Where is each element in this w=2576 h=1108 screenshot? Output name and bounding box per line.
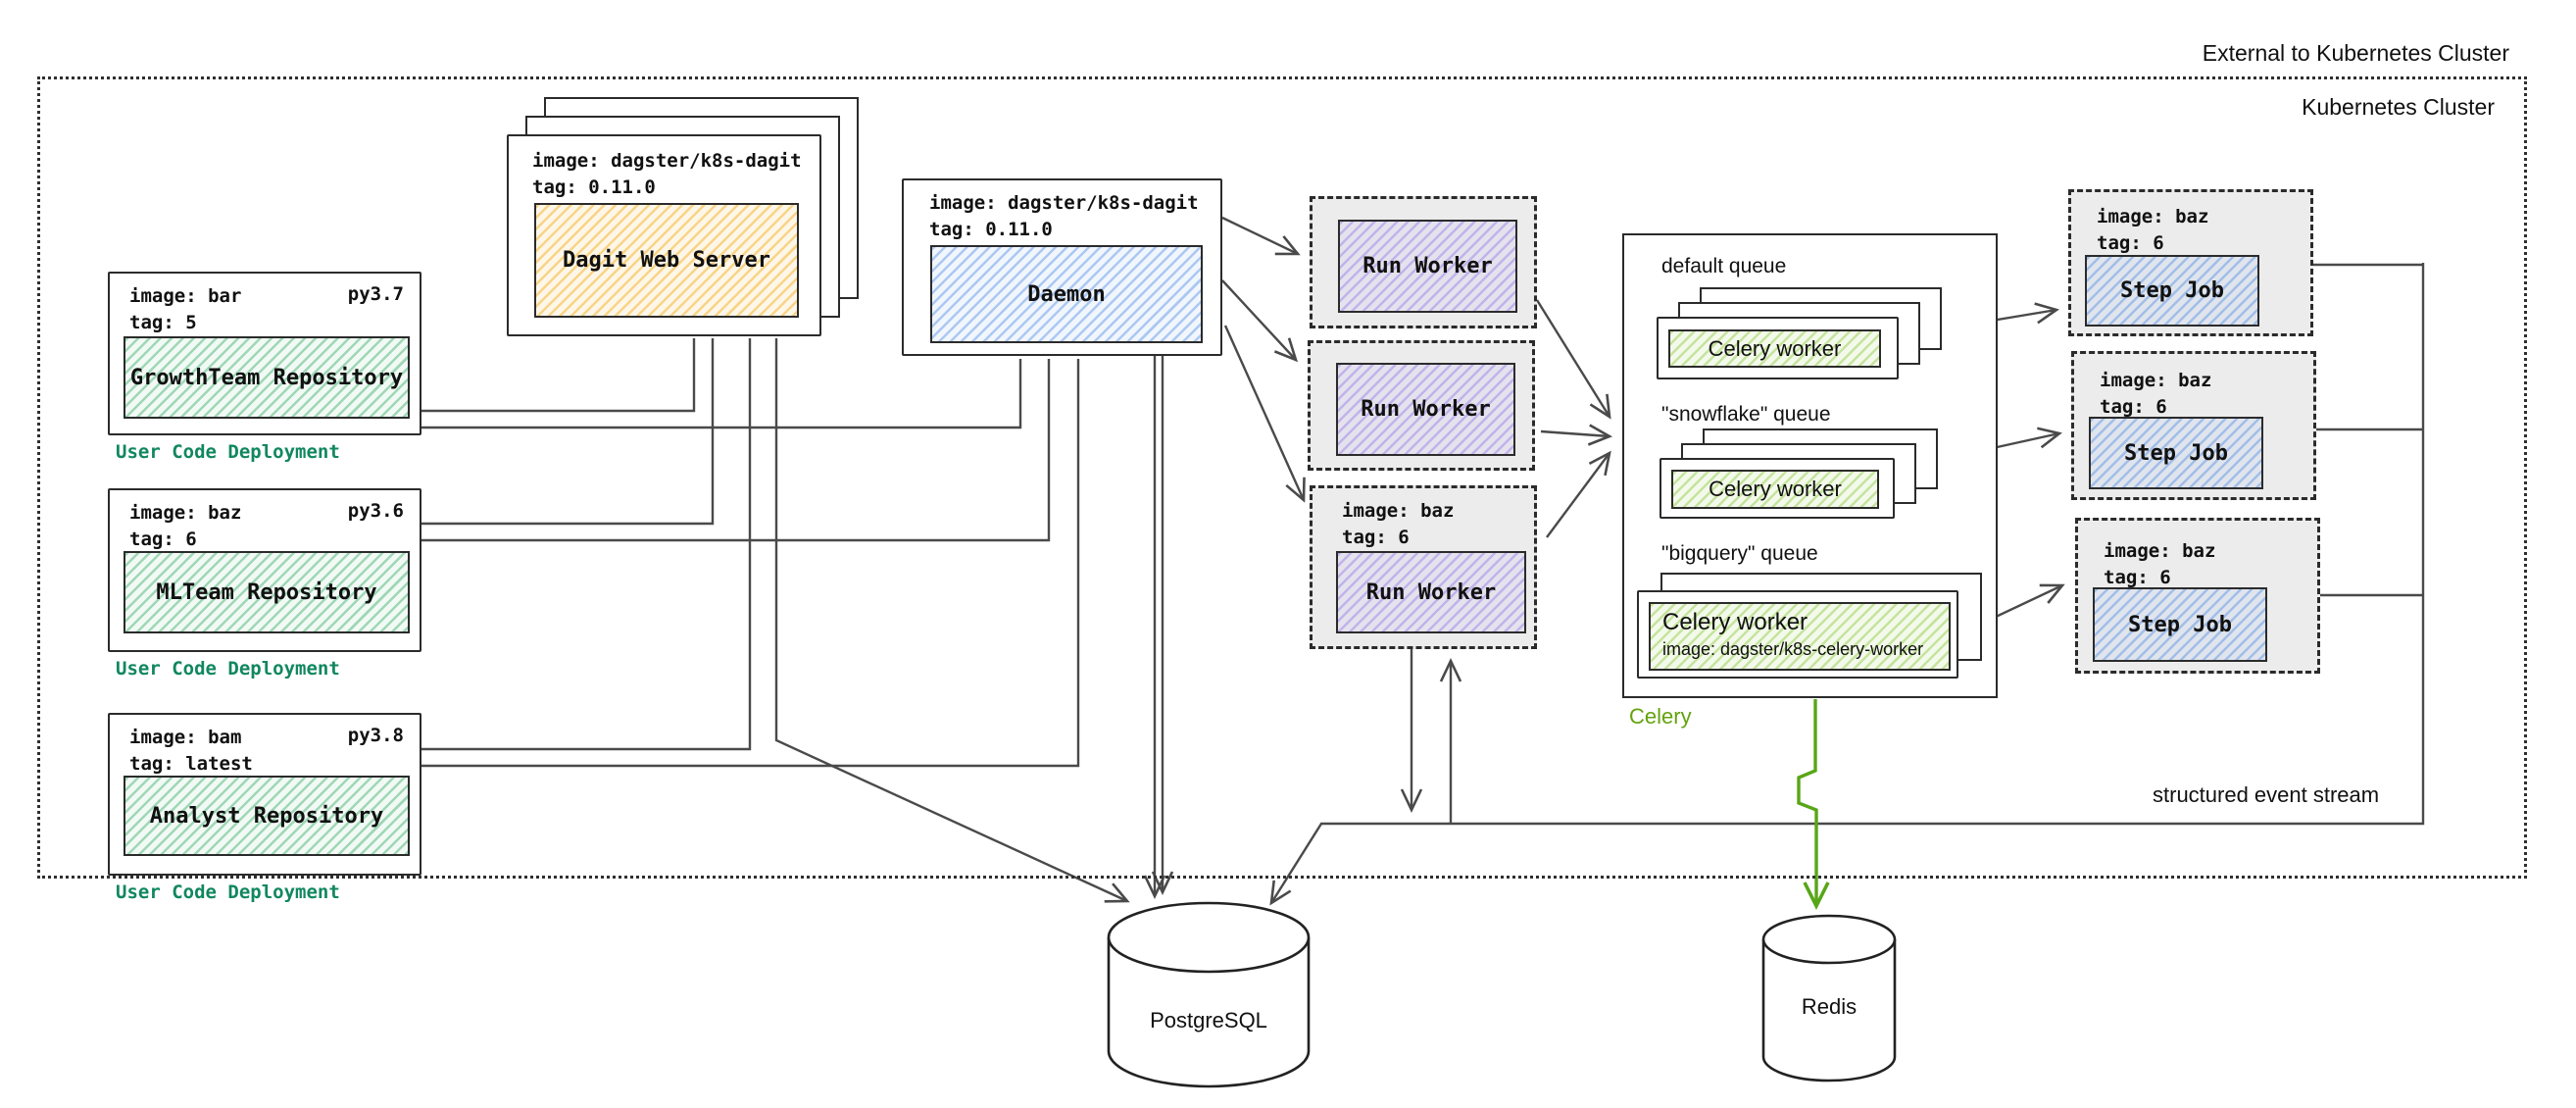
postgresql-cylinder — [1107, 901, 1311, 1088]
repo3-caption: User Code Deployment — [116, 881, 340, 903]
repo2-mlteam-repository: MLTeam Repository — [124, 551, 410, 633]
snowflake-queue-worker-pod: Celery worker — [1660, 458, 1895, 519]
step-job-1: Step Job — [2085, 255, 2259, 327]
daemon: Daemon — [930, 245, 1203, 343]
arrow-daemon-runworker3 — [1223, 325, 1306, 503]
celery-worker-bigquery-label: Celery worker — [1662, 609, 1808, 635]
bigquery-queue-label: "bigquery" queue — [1661, 542, 1818, 565]
event-stream-label: structured event stream — [2153, 782, 2380, 807]
default-queue-worker-pod: Celery worker — [1657, 317, 1899, 379]
arrow-runworker2-celery — [1540, 424, 1613, 446]
celery-worker-bigquery: Celery worker image: dagster/k8s-celery-… — [1649, 602, 1951, 671]
run-worker-pod-1: Run Worker — [1310, 196, 1537, 328]
snowflake-queue-label: "snowflake" queue — [1661, 403, 1831, 426]
run-worker-pod-2: Run Worker — [1308, 340, 1535, 471]
default-queue-label: default queue — [1661, 255, 1787, 277]
repo2-python-version: py3.6 — [347, 500, 404, 522]
wire-repo1-dagit — [421, 338, 696, 413]
run-worker-3: Run Worker — [1336, 551, 1526, 633]
wire-repo2-daemon — [421, 359, 1051, 542]
repo3-analyst-repository: Analyst Repository — [124, 776, 410, 856]
arrow-daemon-runworker1 — [1221, 216, 1301, 256]
kubernetes-cluster-label: Kubernetes Cluster — [2302, 94, 2495, 120]
repo2-caption: User Code Deployment — [116, 658, 340, 680]
celery-caption: Celery — [1629, 704, 1692, 729]
redis-label: Redis — [1801, 994, 1858, 1019]
postgresql-label: PostgreSQL — [1150, 1008, 1267, 1032]
repo3-python-version: py3.8 — [347, 725, 404, 746]
repo1-caption: User Code Deployment — [116, 441, 340, 463]
celery-worker-default: Celery worker — [1668, 329, 1881, 368]
dagit-web-server: Dagit Web Server — [534, 203, 799, 318]
arrow-runworker3-celery — [1546, 450, 1611, 538]
wire-dagit-postgres — [774, 338, 1130, 903]
wire-event-stream-rail — [1269, 263, 2425, 906]
redis-cylinder — [1761, 914, 1897, 1083]
wire-repo1-daemon — [421, 359, 1022, 429]
wire-celery-redis — [1797, 699, 1830, 911]
celery-worker-snowflake: Celery worker — [1671, 470, 1879, 509]
celery-worker-bigquery-image: image: dagster/k8s-celery-worker — [1662, 639, 1924, 659]
repo1-growthteam-repository: GrowthTeam Repository — [124, 336, 410, 419]
bigquery-queue-worker-pod: Celery worker image: dagster/k8s-celery-… — [1637, 590, 1958, 679]
wire-repo3-daemon — [421, 359, 1080, 768]
run-worker-2: Run Worker — [1336, 363, 1515, 456]
repo1-python-version: py3.7 — [347, 283, 404, 305]
wire-repo3-dagit — [421, 338, 752, 751]
kubernetes-cluster-boundary — [37, 76, 2527, 879]
wire-repo2-dagit — [421, 338, 715, 526]
arrow-daemon-runworker2 — [1221, 279, 1299, 363]
step-job-3: Step Job — [2093, 587, 2267, 662]
arrow-runworker1-celery — [1535, 299, 1611, 420]
run-worker-1: Run Worker — [1338, 220, 1517, 313]
external-cluster-label: External to Kubernetes Cluster — [2202, 40, 2509, 66]
step-job-2: Step Job — [2089, 417, 2263, 489]
